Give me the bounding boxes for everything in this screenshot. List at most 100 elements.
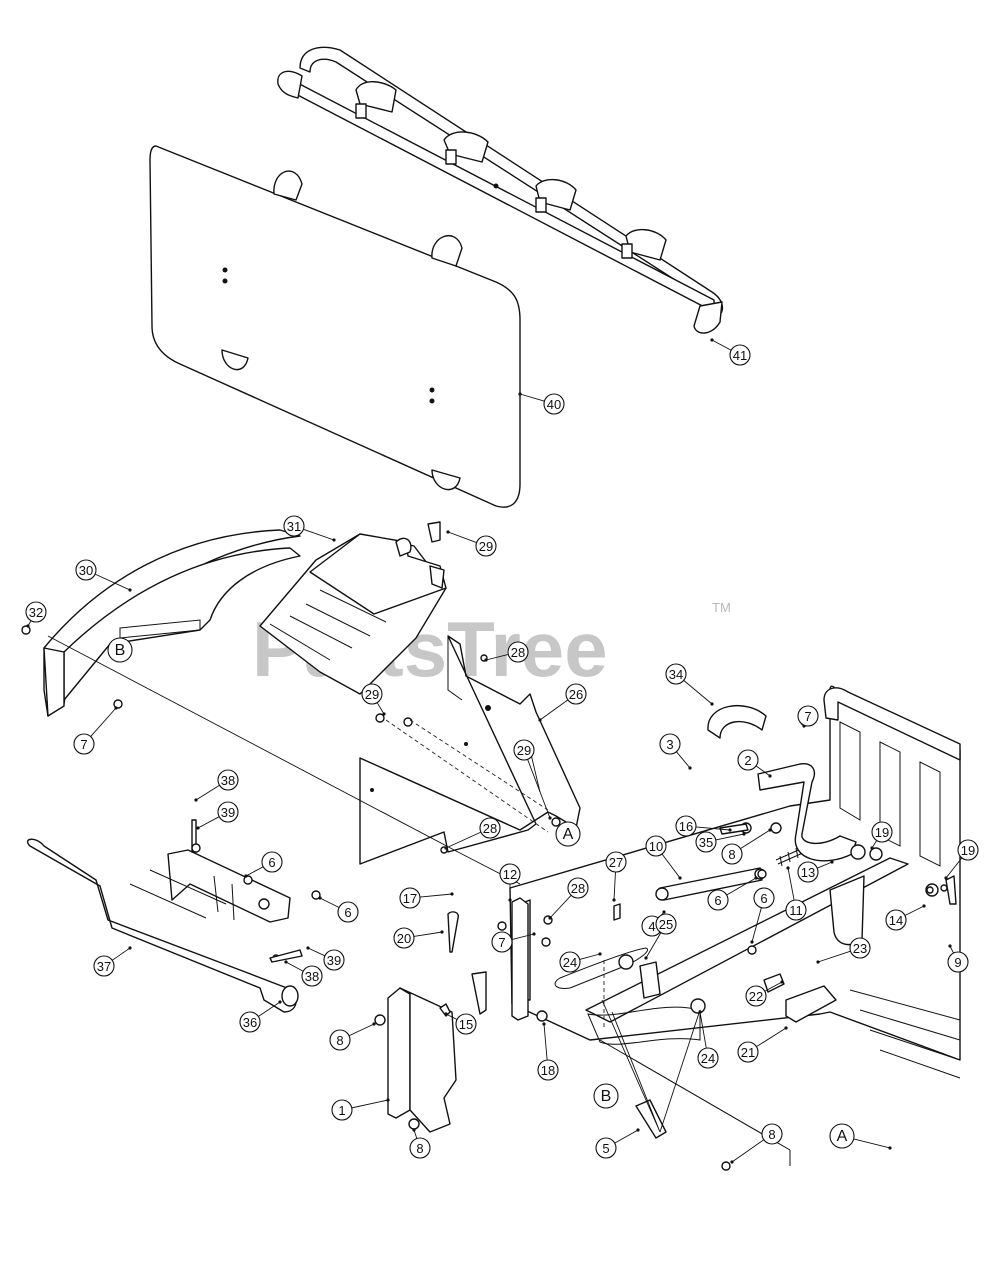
callout-circle	[399, 887, 421, 909]
callout-leader-tip	[598, 952, 602, 956]
callout-circle	[261, 851, 283, 873]
callout-leader	[764, 981, 783, 992]
callout-9: 9	[947, 944, 969, 973]
callout-circle	[331, 1099, 353, 1121]
callout-circle	[455, 1013, 477, 1035]
callout-circle	[25, 601, 47, 623]
callout-leader-tip	[284, 960, 288, 964]
callout-label: 22	[749, 989, 763, 1004]
callout-19: 19	[944, 839, 979, 880]
callout-label: 2	[744, 753, 751, 768]
callout-circle	[797, 861, 819, 883]
callout-leader-tip	[128, 588, 132, 592]
callout-leader	[726, 877, 757, 896]
callout-leader-tip	[196, 826, 200, 830]
callout-circle	[665, 663, 687, 685]
callout-circle	[605, 851, 627, 873]
callout-leader	[661, 853, 681, 879]
callout-leader	[94, 573, 131, 591]
callout-circle	[593, 1083, 619, 1109]
callout-circle	[721, 843, 743, 865]
callout-leader-tip	[816, 960, 820, 964]
callout-30: 30	[75, 559, 132, 592]
callout-leader-tip	[710, 702, 714, 706]
callout-10: 10	[645, 835, 682, 880]
callout-label: A	[563, 826, 574, 843]
callout-leader-tip	[532, 932, 536, 936]
callout-leader	[376, 702, 385, 715]
callout-label: 7	[498, 935, 505, 950]
callout-leader	[715, 833, 745, 841]
callout-leader-tip	[644, 956, 648, 960]
callout-leader-tip	[26, 624, 30, 628]
callout-label: 10	[649, 839, 663, 854]
callout-label: 4	[648, 919, 655, 934]
callout-2: 2	[737, 749, 772, 778]
callout-leader-tip	[318, 896, 322, 900]
callout-label: 35	[699, 835, 713, 850]
callout-leader-tip	[444, 1012, 448, 1016]
callout-circle	[217, 769, 239, 791]
callout-leader	[511, 933, 535, 941]
callout-label: 32	[29, 605, 43, 620]
callout-circle	[537, 1059, 559, 1081]
callout-circle	[595, 1137, 617, 1159]
callout-label: 18	[541, 1063, 555, 1078]
callout-circle	[753, 887, 775, 909]
callout-29: 29	[446, 530, 497, 557]
callout-label: 14	[889, 913, 903, 928]
callout-circle	[543, 393, 565, 415]
callout-leader-tip	[194, 798, 198, 802]
hardware	[21, 521, 957, 1171]
callout-circle	[745, 985, 767, 1007]
callout-27: 27	[605, 851, 627, 902]
callout-38: 38	[284, 960, 323, 987]
callout-label: 27	[609, 855, 623, 870]
callout-leader	[447, 531, 477, 543]
callout-39: 39	[306, 946, 345, 971]
callout-leader	[245, 866, 264, 877]
callout-leader-tip	[440, 930, 444, 934]
callout-label: 30	[79, 563, 93, 578]
callout-6: 6	[750, 887, 775, 944]
callout-leader	[485, 653, 509, 661]
callout-8: 8	[730, 1123, 783, 1164]
callout-leader	[348, 1023, 375, 1037]
callout-leader	[945, 857, 963, 879]
callout-leader-tip	[382, 712, 386, 716]
release-lever	[757, 763, 857, 862]
callout-leader	[695, 826, 731, 831]
callout-label: 34	[669, 667, 683, 682]
callout-leader-tip	[128, 946, 132, 950]
callout-label: 6	[344, 905, 351, 920]
callout-leader-tip	[612, 898, 616, 902]
callout-leader-tip	[538, 718, 542, 722]
callout-34: 34	[665, 663, 714, 706]
callout-40: 40	[518, 392, 565, 415]
watermark-trademark: TM	[712, 600, 731, 615]
callout-label: 9	[954, 955, 961, 970]
callout-18: 18	[537, 1022, 559, 1081]
callout-label: 8	[416, 1141, 423, 1156]
callout-leader	[740, 829, 771, 850]
callout-label: B	[115, 642, 126, 659]
callout-leader-tip	[484, 658, 488, 662]
callout-label: 38	[305, 969, 319, 984]
callout-circle	[559, 951, 581, 973]
callout-circle	[567, 877, 589, 899]
callout-leader-tip	[922, 904, 926, 908]
callout-12: 12	[499, 863, 521, 902]
callout-circle	[393, 927, 415, 949]
callout-circle	[337, 901, 359, 923]
callout-label: 21	[741, 1045, 755, 1060]
callout-leader	[787, 867, 795, 901]
callout-circle	[239, 1011, 261, 1033]
callout-label: 36	[243, 1015, 257, 1030]
callout-leader-tip	[888, 1146, 892, 1150]
callout-circle	[107, 637, 133, 663]
callout-leader-tip	[548, 816, 552, 820]
callout-label: 11	[789, 903, 803, 918]
callout-leader	[817, 861, 833, 869]
